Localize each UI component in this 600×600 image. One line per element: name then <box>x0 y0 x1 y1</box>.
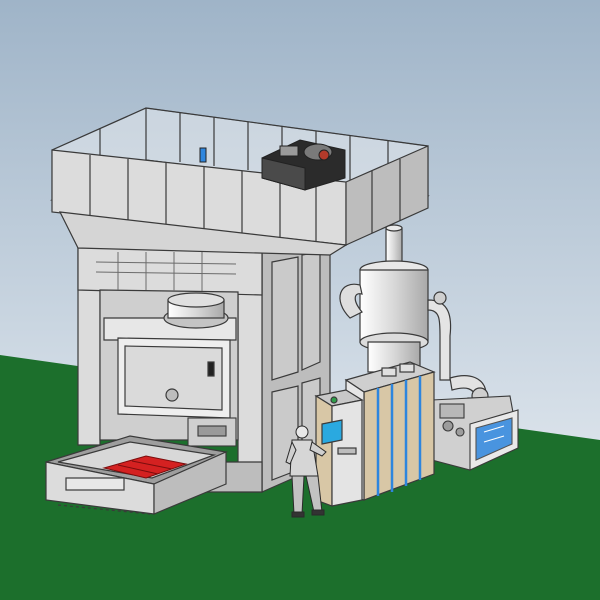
operator-head <box>295 425 309 439</box>
exhaust-column <box>339 224 452 381</box>
press-door <box>117 337 231 419</box>
crown-grating <box>95 252 237 291</box>
heated-billet <box>102 455 188 479</box>
lower-die <box>187 417 237 447</box>
drive-motor-unit <box>199 139 346 191</box>
ram-slide <box>103 292 237 341</box>
operator-legs <box>291 475 305 515</box>
door-handle-icon <box>165 388 179 402</box>
control-screen <box>321 419 343 445</box>
hydraulic-unit <box>431 395 519 471</box>
operator <box>285 425 327 518</box>
control-panel <box>314 389 364 507</box>
status-light-icon <box>330 396 338 404</box>
